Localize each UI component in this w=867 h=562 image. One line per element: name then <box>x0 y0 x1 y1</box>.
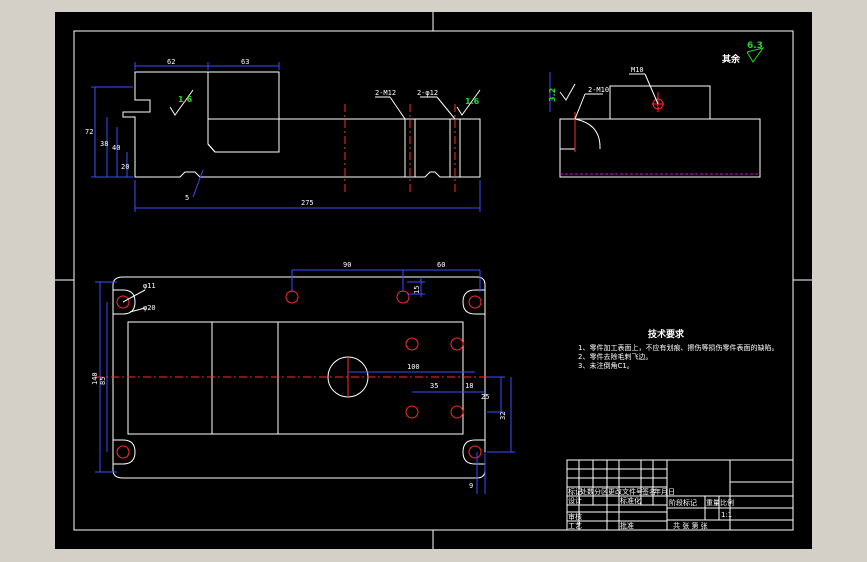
hole <box>285 290 299 304</box>
tb-label-scale: 比例 <box>720 498 734 507</box>
side-view: M10 2-M10 3.2 <box>548 66 761 178</box>
tb-label-stage: 阶段标记 <box>669 498 697 507</box>
dim-9: 9 <box>469 482 473 490</box>
tech-requirement-2: 2、零件去除毛刺飞边。 <box>578 352 652 361</box>
dim-63: 63 <box>241 58 249 66</box>
callout-2-phi12: 2-φ12 <box>417 89 438 97</box>
tech-requirement-1: 1、零件加工表面上，不应有划痕、擦伤等损伤零件表面的缺陷。 <box>578 343 778 352</box>
tech-requirements: 技术要求 1、零件加工表面上，不应有划痕、擦伤等损伤零件表面的缺陷。 2、零件去… <box>578 328 778 370</box>
dim-20: 20 <box>121 163 129 171</box>
dim-25: 25 <box>481 393 489 401</box>
callout-2-m10: 2-M10 <box>588 86 609 94</box>
callout-phi20: φ20 <box>143 304 156 312</box>
dim-62: 62 <box>167 58 175 66</box>
dim-85: 85 <box>99 377 107 385</box>
title-block: 标记 处数 分区 更改文件号 签名 年月日 设计 标准化 审核 工艺 批准 阶段… <box>566 459 794 531</box>
tb-label-review: 审核 <box>568 512 582 521</box>
roughness-symbol <box>456 89 481 116</box>
dim-35: 35 <box>430 382 438 390</box>
general-roughness: 其余 6.3 <box>722 41 765 65</box>
tb-label-change-doc: 更改文件号 <box>608 487 643 496</box>
drawing-canvas: 62 63 275 72 38 40 20 5 2-M12 2-φ12 1.6 … <box>55 12 812 549</box>
corner-slot <box>113 289 136 315</box>
dim-72: 72 <box>85 128 93 136</box>
roughness-1-6-b: 1.6 <box>465 97 480 106</box>
roughness-triangle <box>746 47 765 63</box>
dim-275: 275 <box>301 199 314 207</box>
dim-38: 38 <box>100 140 108 148</box>
dim-60: 60 <box>437 261 445 269</box>
corner-slot <box>462 289 485 315</box>
dim-40: 40 <box>112 144 120 152</box>
dim-32: 32 <box>499 412 507 420</box>
corner-slot <box>113 439 136 465</box>
tb-scale-value: 1:1 <box>721 511 732 519</box>
callout-2-m12: 2-M12 <box>375 89 396 97</box>
section-body <box>122 71 481 178</box>
dim-15: 15 <box>413 286 421 294</box>
tb-label-approve: 批准 <box>620 521 634 530</box>
tb-label-mark: 标记 <box>568 487 582 496</box>
hole <box>396 290 410 304</box>
hole <box>450 405 464 419</box>
tb-label-sheets: 共 张 第 张 <box>673 521 708 530</box>
tb-label-standard: 标准化 <box>620 496 641 505</box>
tb-label-design: 设计 <box>568 496 582 505</box>
hole <box>405 405 419 419</box>
tech-requirement-3: 3、未注倒角C1。 <box>578 361 634 370</box>
front-section-view: 62 63 275 72 38 40 20 5 2-M12 2-φ12 1.6 … <box>85 58 481 212</box>
top-view: 90 60 15 100 35 18 25 32 9 140 85 φ11 φ2… <box>91 261 515 494</box>
general-roughness-value: 6.3 <box>747 41 763 51</box>
corner-slot <box>462 439 485 465</box>
general-roughness-label: 其余 <box>722 53 741 65</box>
dim-90: 90 <box>343 261 351 269</box>
tb-label-craft: 工艺 <box>568 522 582 530</box>
tb-label-sign: 签名 <box>642 487 656 496</box>
roughness-1-6-a: 1.6 <box>178 95 193 104</box>
hole <box>405 337 419 351</box>
callout-phi11: φ11 <box>143 282 156 290</box>
label-m10: M10 <box>631 66 644 74</box>
tb-label-zone: 分区 <box>594 487 608 496</box>
roughness-symbol <box>169 89 194 116</box>
tb-label-date: 年月日 <box>654 487 675 496</box>
dim-100: 100 <box>407 363 420 371</box>
drawing-sheet: 62 63 275 72 38 40 20 5 2-M12 2-φ12 1.6 … <box>55 12 812 549</box>
dim-5: 5 <box>185 194 189 202</box>
dim-140: 140 <box>91 372 99 385</box>
tech-requirements-title: 技术要求 <box>648 328 685 340</box>
tb-label-count: 处数 <box>580 487 594 496</box>
roughness-3-2: 3.2 <box>548 88 557 102</box>
tb-label-weight: 重量 <box>706 499 720 507</box>
hole <box>450 337 464 351</box>
dim-18: 18 <box>465 382 473 390</box>
